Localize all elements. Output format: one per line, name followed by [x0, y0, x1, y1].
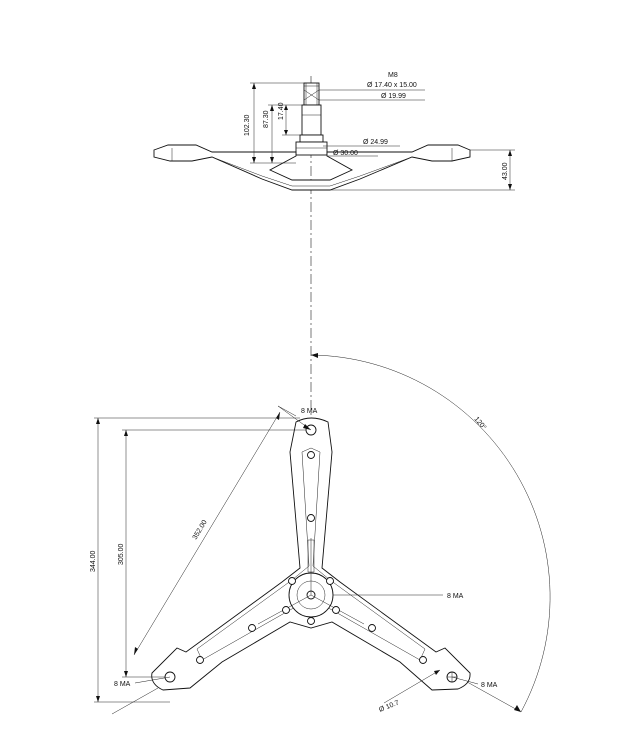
- plan-view: 120° 8 MA: [90, 353, 551, 715]
- overall-height-plan-label: 344.00: [90, 550, 97, 572]
- overall-height-label: 102.30: [244, 114, 251, 136]
- side-view: M8 Ø 17.40 x 15.00 Ø 19.99 Ø 24.99 Ø 30.…: [153, 72, 515, 400]
- angle-label: 120°: [472, 415, 488, 431]
- hole-height-label: 305.00: [118, 543, 125, 565]
- pin-label: Ø 10.7: [378, 699, 400, 713]
- arm-length-label: 352.00: [192, 519, 209, 541]
- center-label: 8 MA: [447, 593, 464, 600]
- hub-dim-label: Ø 24.99: [363, 139, 388, 146]
- shaft-height-label: 87.30: [263, 110, 270, 128]
- collar: [299, 134, 324, 143]
- left-hole-label: 8 MA: [114, 681, 131, 688]
- top-hole-label: 8 MA: [301, 408, 318, 415]
- base-dim-label: Ø 30.00: [333, 150, 358, 157]
- shaft-dim-label: Ø 17.40 x 15.00: [367, 82, 417, 89]
- thread-label: M8: [388, 72, 398, 79]
- shaft: [301, 104, 322, 136]
- collar-dim-label: Ø 19.99: [381, 93, 406, 100]
- angle-arc: [310, 354, 551, 713]
- hub-base: [295, 141, 328, 156]
- right-hole-label: 8 MA: [481, 682, 498, 689]
- arm-height-label: 43.00: [502, 162, 509, 180]
- step-height-label: 17.40: [278, 102, 285, 120]
- side-arms: [153, 144, 471, 191]
